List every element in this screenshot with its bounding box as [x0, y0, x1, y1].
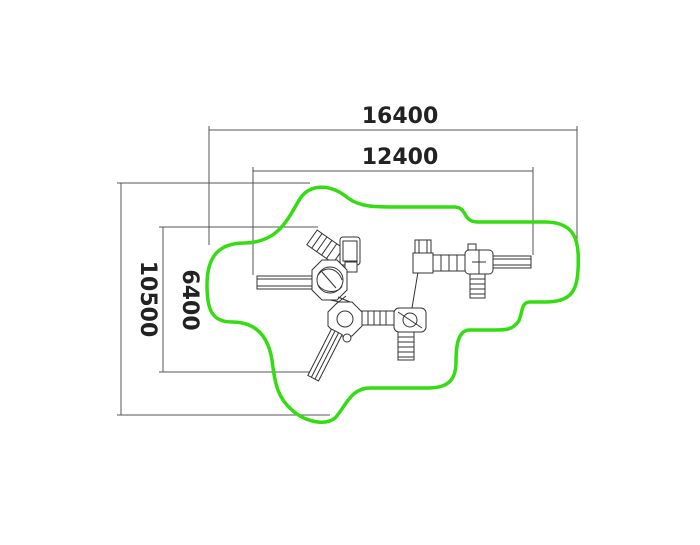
right-deck [412, 239, 434, 274]
safety-zone-outline [205, 185, 581, 424]
right-slide [492, 255, 532, 269]
middle-tower [393, 307, 427, 333]
dim-label-6400: 6400 [177, 269, 202, 330]
rope-link [411, 271, 419, 309]
dim-label-10500: 10500 [135, 261, 160, 338]
right-tower [464, 243, 494, 275]
lower-left-tower [327, 295, 363, 343]
dimension-lines [117, 126, 578, 416]
lower-left-slide [307, 328, 343, 382]
right-stairs [469, 273, 486, 299]
middle-stairs [397, 331, 415, 361]
play-structure [256, 229, 532, 382]
upper-left-stairs [306, 229, 345, 264]
upper-left-hood [339, 236, 361, 273]
dim-label-16400: 16400 [362, 104, 439, 129]
bridge [361, 310, 395, 326]
left-tower [311, 259, 348, 301]
left-slide [256, 275, 313, 290]
dim-label-12400: 12400 [362, 145, 439, 170]
right-bridge [432, 254, 466, 272]
